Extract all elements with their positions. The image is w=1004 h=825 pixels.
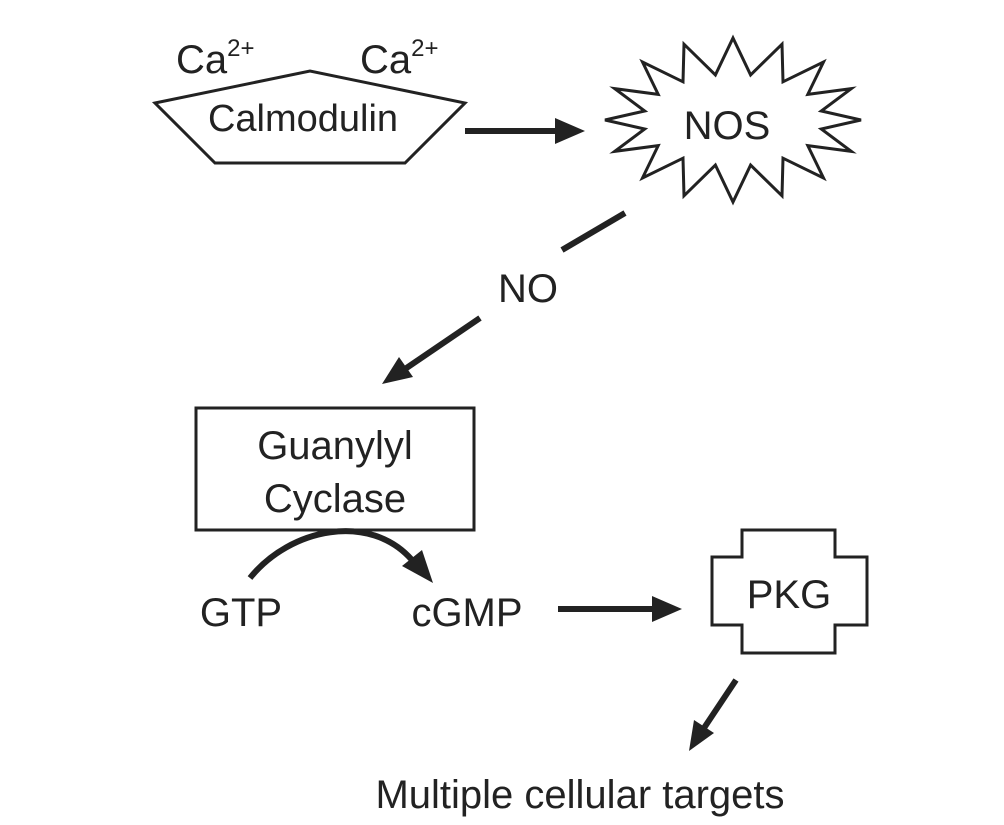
calcium-ion-left-charge: 2+ [227, 35, 254, 62]
nos-burst-shape [604, 34, 862, 206]
arrow-gtp-to-cgmp [247, 528, 433, 583]
nos-node: NOS [604, 34, 862, 206]
guanylyl-cyclase-node: Guanylyl Cyclase [194, 406, 476, 532]
guanylyl-cyclase-label-line1: Guanylyl [257, 424, 413, 468]
calcium-ion-left-base: Ca [176, 38, 228, 82]
calmodulin-shape [151, 69, 469, 165]
nos-label: NOS [684, 104, 771, 148]
gtp-label: GTP [200, 591, 282, 635]
calcium-ion-right-charge: 2+ [411, 35, 438, 62]
arrow-cgmp-to-pkg [558, 596, 682, 622]
calmodulin-node: Calmodulin [151, 69, 469, 165]
calcium-ion-right: Ca2+ [360, 35, 439, 82]
arrow-nos-to-guanylyl-cyclase [382, 210, 627, 384]
calcium-ion-right-base: Ca [360, 38, 412, 82]
no-label: NO [498, 267, 558, 311]
pkg-shape [710, 528, 869, 655]
calcium-ion-left: Ca2+ [176, 35, 255, 82]
pkg-node: PKG [710, 528, 869, 655]
pkg-label: PKG [747, 573, 831, 617]
calmodulin-label: Calmodulin [208, 98, 398, 140]
arrow-calmodulin-to-nos [465, 118, 585, 144]
guanylyl-cyclase-label-line2: Cyclase [264, 477, 406, 521]
multiple-cellular-targets-label: Multiple cellular targets [375, 773, 784, 817]
cgmp-label: cGMP [411, 591, 522, 635]
arrow-pkg-to-targets [689, 678, 739, 751]
